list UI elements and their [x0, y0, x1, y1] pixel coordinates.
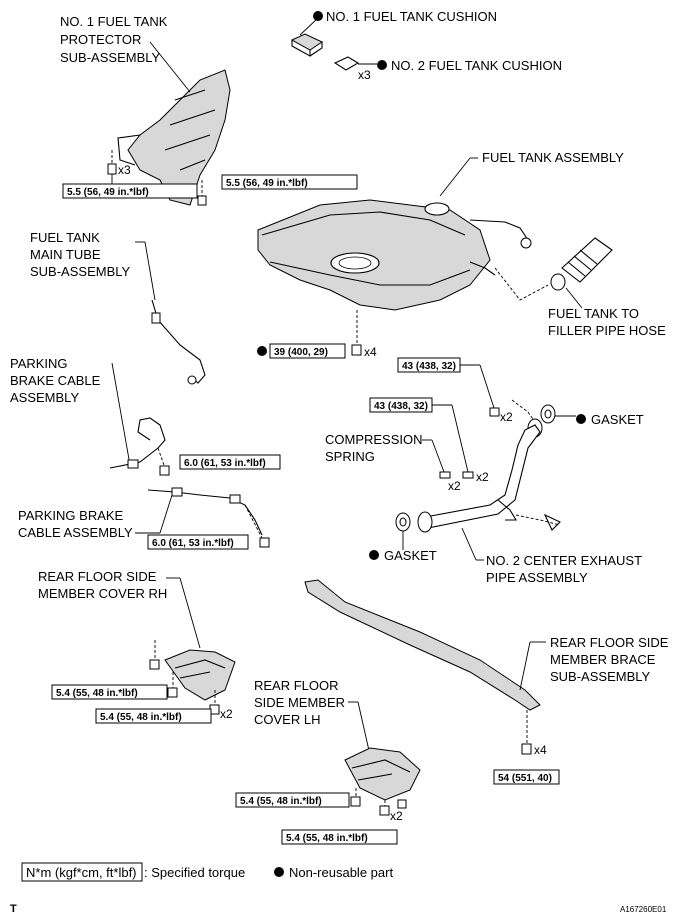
non-reusable-icon — [313, 11, 323, 21]
tank-bolt-qty: x4 — [364, 345, 377, 359]
cover-rh-label: REAR FLOOR SIDE MEMBER COVER RH — [38, 569, 167, 601]
parking-brake-cable-2-drawing — [147, 489, 263, 536]
filler-hose-label-1: FUEL TANK TO — [548, 306, 639, 321]
cushion-1-drawing — [290, 33, 324, 57]
cover-lh-drawing — [344, 747, 421, 801]
cushion-2-label: NO. 2 FUEL TANK CUSHION — [391, 58, 562, 73]
torque-lh-upper: 5.4 (55, 48 in.*lbf) — [240, 796, 322, 807]
torque-lh-lower: 5.4 (55, 48 in.*lbf) — [286, 833, 368, 844]
gasket-right-label: GASKET — [591, 412, 644, 427]
legend-torque-text: : Specified torque — [144, 865, 245, 880]
svg-text:REAR FLOOR SIDE: REAR FLOOR SIDE — [550, 635, 669, 650]
cushion-2-drawing — [333, 56, 360, 71]
cover-lh-label: REAR FLOOR SIDE MEMBER COVER LH — [254, 678, 345, 727]
exhaust-upper-qty: x2 — [500, 410, 513, 424]
spring-qty-a: x2 — [448, 479, 461, 493]
protector-bolt-right — [197, 180, 207, 206]
torque-cable-lower: 6.0 (61, 53 in.*lbf) — [152, 538, 234, 549]
svg-text:COMPRESSION: COMPRESSION — [325, 432, 423, 447]
torque-cable-upper: 6.0 (61, 53 in.*lbf) — [184, 458, 266, 469]
corner-mark: T — [10, 903, 17, 915]
svg-text:ASSEMBLY: ASSEMBLY — [10, 390, 79, 405]
legend-torque-units: N*m (kgf*cm, ft*lbf) — [26, 865, 137, 880]
non-reusable-icon — [369, 550, 379, 560]
svg-text:COVER LH: COVER LH — [254, 712, 320, 727]
svg-text:BRAKE CABLE: BRAKE CABLE — [10, 373, 101, 388]
torque-exhaust-lower: 43 (438, 32) — [374, 401, 428, 412]
torque-protector-left: 5.5 (56, 49 in.*lbf) — [67, 187, 149, 198]
torque-protector-right: 5.5 (56, 49 in.*lbf) — [226, 178, 308, 189]
filler-hose-label-2: FILLER PIPE HOSE — [548, 323, 666, 338]
svg-text:SPRING: SPRING — [325, 449, 375, 464]
svg-text:SUB-ASSEMBLY: SUB-ASSEMBLY — [60, 50, 161, 65]
torque-box-brace — [493, 769, 560, 785]
torque-box-cable-upper — [179, 454, 281, 470]
filler-pipe-hose-drawing — [550, 237, 613, 291]
torque-box-lh-upper — [235, 792, 350, 808]
svg-text:SUB-ASSEMBLY: SUB-ASSEMBLY — [30, 264, 131, 279]
torque-box-rh-upper — [51, 684, 168, 700]
torque-box-rh-lower — [95, 708, 212, 724]
svg-text:REAR FLOOR: REAR FLOOR — [254, 678, 339, 693]
svg-text:NO. 1 FUEL TANK: NO. 1 FUEL TANK — [60, 14, 168, 29]
brace-drawing — [304, 579, 541, 711]
tank-bolt — [351, 344, 362, 356]
svg-text:SUB-ASSEMBLY: SUB-ASSEMBLY — [550, 669, 651, 684]
fuel-tank-drawing — [257, 199, 532, 311]
legend-torque-box — [21, 862, 143, 882]
svg-text:MEMBER COVER RH: MEMBER COVER RH — [38, 586, 167, 601]
protector-qty: x3 — [118, 163, 131, 177]
lh-qty: x2 — [390, 809, 403, 823]
exhaust-pipe-drawing — [417, 424, 561, 533]
spring-qty-b: x2 — [476, 470, 489, 484]
rh-qty: x2 — [220, 707, 233, 721]
compression-spring-label: COMPRESSION SPRING — [325, 432, 423, 464]
legend-nonreusable-text: Non-reusable part — [289, 865, 393, 880]
torque-rh-upper: 5.4 (55, 48 in.*lbf) — [56, 688, 138, 699]
figure-id: A167260E01 — [620, 905, 667, 914]
parking-brake-cable-1-label: PARKING BRAKE CABLE ASSEMBLY — [10, 356, 101, 405]
cushion-2-qty: x3 — [358, 68, 371, 82]
exhaust-pipe-label-1: NO. 2 CENTER EXHAUST — [486, 553, 642, 568]
torque-box-protector-right — [221, 174, 358, 190]
svg-text:MEMBER BRACE: MEMBER BRACE — [550, 652, 656, 667]
exhaust-pipe-label-2: PIPE ASSEMBLY — [486, 570, 588, 585]
torque-tank: 39 (400, 29) — [274, 347, 328, 358]
torque-box-lh-lower — [281, 829, 398, 845]
brace-label: REAR FLOOR SIDE MEMBER BRACE SUB-ASSEMBL… — [550, 635, 669, 684]
svg-text:MAIN TUBE: MAIN TUBE — [30, 247, 101, 262]
svg-text:SIDE MEMBER: SIDE MEMBER — [254, 695, 345, 710]
gasket-left-drawing — [395, 512, 411, 532]
torque-rh-lower: 5.4 (55, 48 in.*lbf) — [100, 712, 182, 723]
parking-brake-cable-1-drawing — [109, 417, 166, 469]
svg-text:PARKING BRAKE: PARKING BRAKE — [18, 508, 124, 523]
gasket-left-label: GASKET — [384, 548, 437, 563]
torque-exhaust-upper: 43 (438, 32) — [402, 361, 456, 372]
fuel-tank-assembly-label: FUEL TANK ASSEMBLY — [482, 150, 624, 165]
protector-bolt — [107, 150, 117, 184]
non-reusable-icon — [576, 414, 586, 424]
svg-text:REAR FLOOR SIDE: REAR FLOOR SIDE — [38, 569, 157, 584]
svg-text:PARKING: PARKING — [10, 356, 68, 371]
torque-box-tank — [269, 343, 346, 359]
cover-rh-drawing — [164, 649, 236, 701]
non-reusable-icon — [257, 346, 267, 356]
non-reusable-icon — [274, 867, 284, 877]
fuel-tank-main-tube-label: FUEL TANK MAIN TUBE SUB-ASSEMBLY — [30, 230, 131, 279]
torque-brace: 54 (551, 40) — [498, 773, 552, 784]
svg-text:PROTECTOR: PROTECTOR — [60, 32, 141, 47]
parking-brake-cable-2-label: PARKING BRAKE CABLE ASSEMBLY — [18, 508, 133, 540]
cushion-1-label: NO. 1 FUEL TANK CUSHION — [326, 9, 497, 24]
svg-text:FUEL TANK: FUEL TANK — [30, 230, 100, 245]
torque-box-protector-left — [62, 183, 198, 199]
fuel-tank-protector-label: NO. 1 FUEL TANK PROTECTOR SUB-ASSEMBLY — [60, 14, 168, 65]
fuel-tank-protector-drawing — [117, 69, 231, 206]
compression-spring-drawing — [439, 471, 451, 479]
main-tube-drawing — [151, 299, 206, 384]
non-reusable-icon — [377, 60, 387, 70]
brace-qty: x4 — [534, 743, 547, 757]
torque-box-cable-lower — [147, 534, 249, 550]
svg-text:CABLE ASSEMBLY: CABLE ASSEMBLY — [18, 525, 133, 540]
